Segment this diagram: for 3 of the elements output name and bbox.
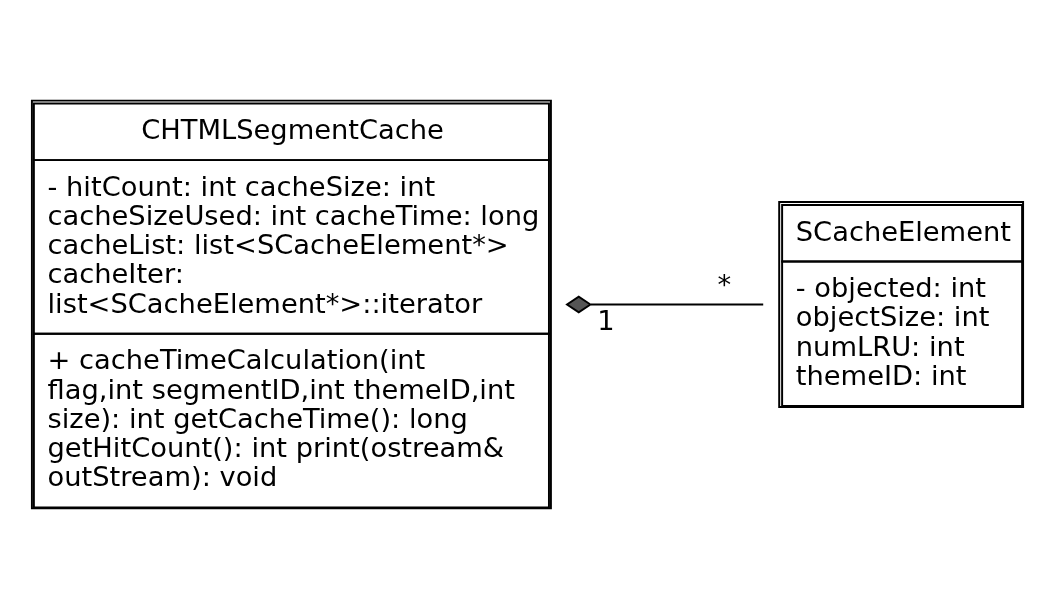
label: 1 — [597, 304, 615, 336]
connector — [565, 295, 765, 314]
label: * — [717, 268, 732, 300]
